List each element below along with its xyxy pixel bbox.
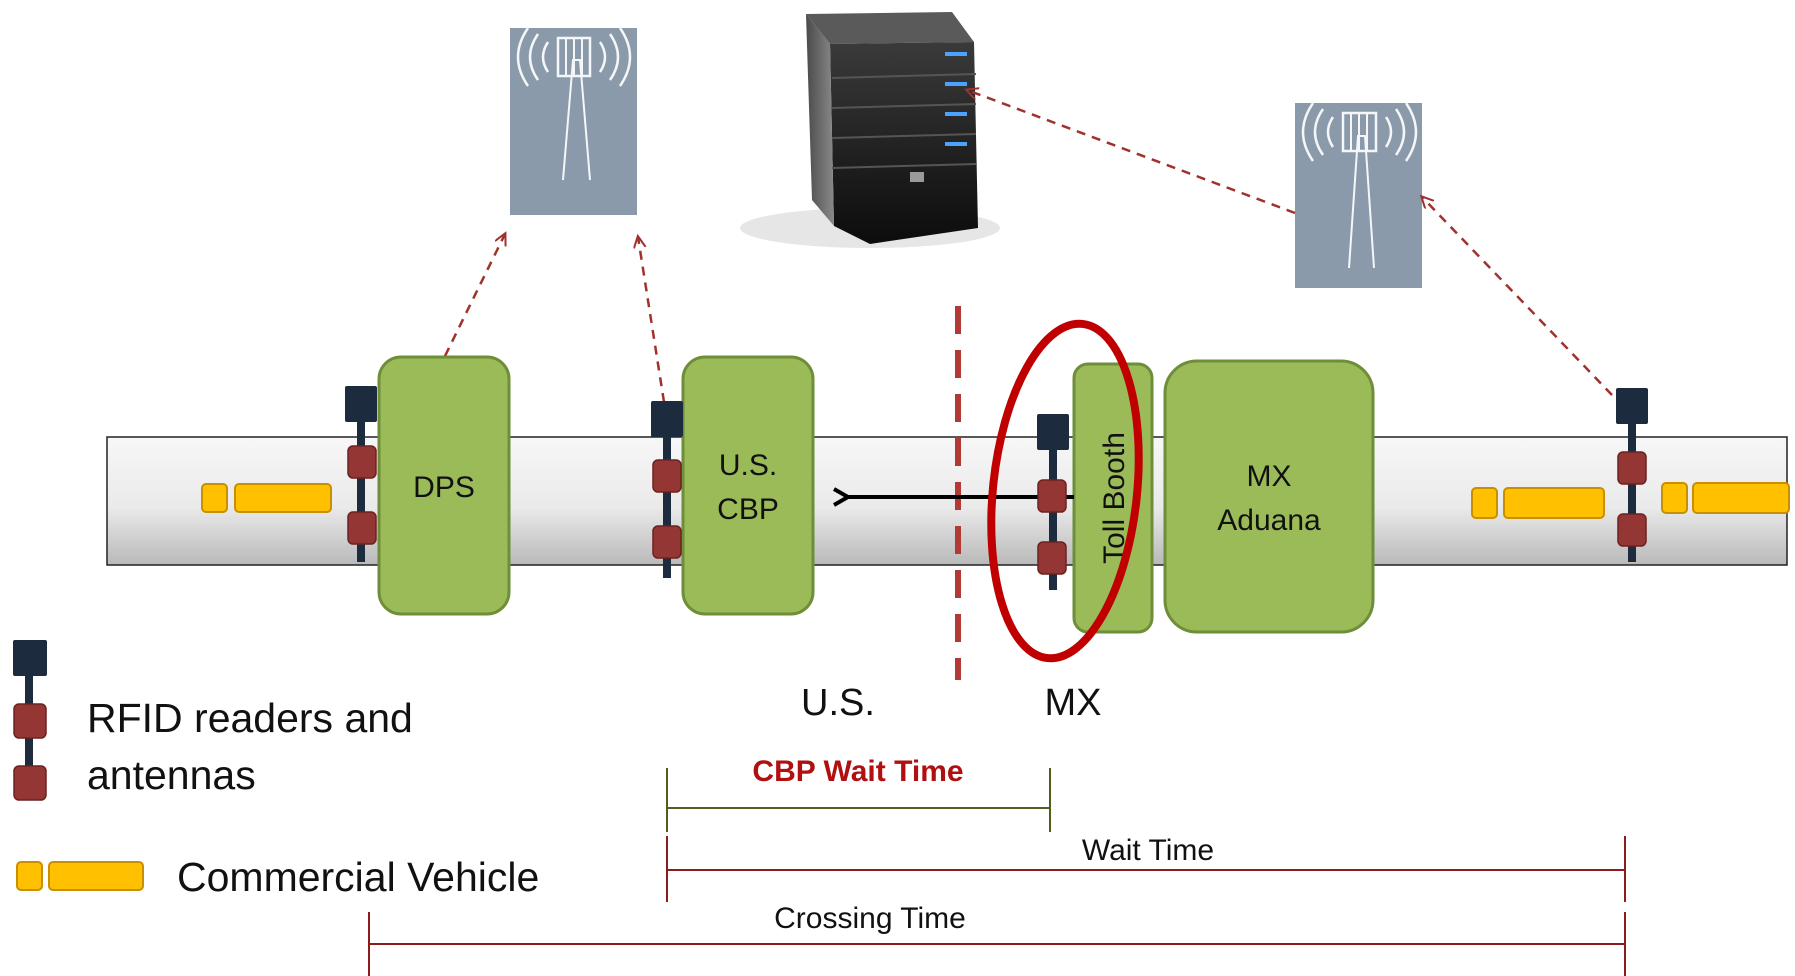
rfid-reader-icon <box>1037 414 1069 590</box>
toll-booth-highlight <box>987 319 1143 663</box>
legend-rfid-label-line1: RFID readers and <box>87 695 413 741</box>
region-label-mx: MX <box>1045 682 1102 724</box>
rfid-reader-icon <box>651 401 683 578</box>
cbp-wait-time-label: CBP Wait Time <box>752 755 963 788</box>
crossing-time-label: Crossing Time <box>774 902 966 935</box>
truck-icon <box>1661 482 1790 514</box>
us-cbp-label-line2: CBP <box>717 493 779 526</box>
wait-time-label: Wait Time <box>1082 834 1214 867</box>
cell-tower-icon <box>1295 102 1422 288</box>
truck-icon <box>1471 487 1605 519</box>
region-label-us: U.S. <box>801 682 875 724</box>
server-icon <box>740 12 1000 248</box>
mx-aduana-station: MX Aduana <box>1163 359 1375 634</box>
legend-rfid-label-line2: antennas <box>87 752 256 798</box>
wait-time-span <box>666 836 1626 902</box>
crossing-time-span <box>368 912 1626 976</box>
toll-booth-label: Toll Booth <box>1098 432 1131 564</box>
us-cbp-station: U.S. CBP <box>681 355 815 616</box>
rfid-reader-icon <box>345 386 377 562</box>
dps-label: DPS <box>413 471 475 504</box>
mx-aduana-label-line1: MX <box>1247 460 1292 493</box>
communication-links <box>443 90 1613 403</box>
toll-booth: Toll Booth <box>1072 362 1154 634</box>
rfid-reader-icon <box>1616 388 1648 562</box>
us-cbp-label-line1: U.S. <box>719 449 777 482</box>
legend-rfid-icon <box>13 640 47 801</box>
cell-tower-icon <box>510 27 637 215</box>
legend-truck-icon <box>16 861 144 891</box>
cbp-wait-time-span <box>666 768 1051 832</box>
mx-aduana-label-line2: Aduana <box>1217 504 1321 537</box>
truck-icon <box>201 483 332 513</box>
dps-station: DPS <box>377 355 511 616</box>
legend-vehicle-label: Commercial Vehicle <box>177 854 539 900</box>
